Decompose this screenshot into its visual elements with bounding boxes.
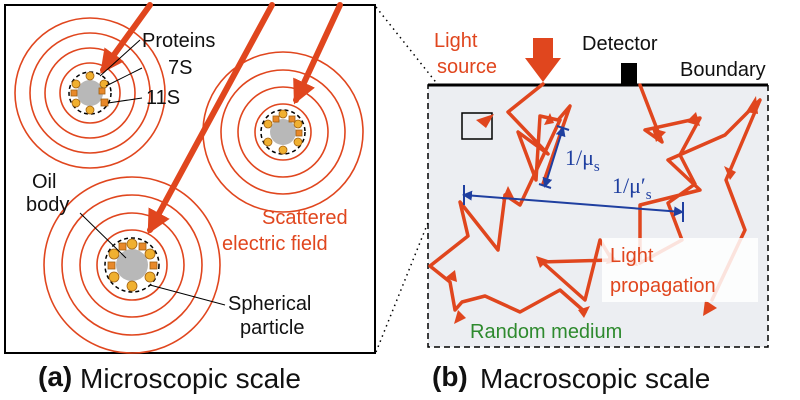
incident-arrow-top-left bbox=[100, 2, 153, 74]
label-source: source bbox=[437, 56, 497, 78]
oil-body-small bbox=[77, 80, 103, 106]
panel-a-frame bbox=[4, 4, 376, 354]
label-detector: Detector bbox=[582, 33, 658, 55]
random-medium-region bbox=[427, 84, 769, 348]
label-light-propagation-2: propagation bbox=[610, 275, 716, 297]
mu-s-prime-subscript: s bbox=[646, 187, 652, 203]
label-random-medium: Random medium bbox=[470, 321, 622, 343]
incident-arrow-bottom bbox=[147, 2, 275, 235]
leader-lines bbox=[79, 39, 226, 306]
caption-a-letter: (a) bbox=[38, 361, 72, 392]
label-body: body bbox=[26, 194, 69, 216]
zoom-lines bbox=[375, 6, 463, 353]
particle-bottom bbox=[104, 237, 160, 293]
light-propagation-label-bg bbox=[602, 238, 758, 302]
caption-b-text: Macroscopic scale bbox=[480, 363, 710, 394]
incident-arrow-right bbox=[293, 2, 343, 105]
mu-s-prime-annotation bbox=[462, 185, 684, 222]
zoom-box bbox=[461, 112, 493, 140]
label-11s: 11S bbox=[146, 87, 180, 109]
caption-b-letter: (b) bbox=[432, 361, 468, 392]
label-mu-s: 1/μs bbox=[565, 145, 600, 175]
mu-s-prime-main: 1/μ′ bbox=[612, 173, 646, 198]
mu-s-subscript: s bbox=[594, 159, 600, 175]
label-mu-s-prime: 1/μ′s bbox=[612, 173, 652, 203]
label-particle: particle bbox=[240, 317, 304, 339]
label-boundary: Boundary bbox=[680, 59, 766, 81]
caption-a-text: Microscopic scale bbox=[80, 363, 301, 394]
detector-block bbox=[621, 63, 637, 85]
particle-right bbox=[260, 109, 306, 155]
mu-s-annotation bbox=[538, 125, 570, 189]
wave-rings-top-left bbox=[14, 17, 166, 169]
label-light-propagation-1: Light bbox=[610, 245, 654, 267]
label-proteins: Proteins bbox=[142, 30, 215, 52]
caption-a: (a) Microscopic scale bbox=[38, 361, 301, 394]
label-electric-field: electric field bbox=[222, 233, 328, 255]
panel-b: Light source Detector Boundary 1/μs 1/μ′… bbox=[427, 30, 769, 348]
label-oil: Oil bbox=[32, 171, 56, 193]
label-spherical: Spherical bbox=[228, 293, 311, 315]
scatter-waves-group bbox=[14, 17, 364, 354]
particle-top-left bbox=[68, 71, 112, 115]
oil-body-large bbox=[116, 249, 148, 281]
wave-rings-bottom bbox=[43, 176, 221, 354]
light-source-arrow bbox=[525, 38, 561, 82]
label-light: Light bbox=[434, 30, 478, 52]
label-7s: 7S bbox=[168, 57, 192, 79]
label-scattered: Scattered bbox=[262, 207, 348, 229]
incident-light-arrows bbox=[100, 2, 343, 235]
panel-a: Proteins 7S 11S Oil body Scattered elect… bbox=[4, 2, 376, 354]
mu-s-main: 1/μ bbox=[565, 145, 594, 170]
caption-b: (b) Macroscopic scale bbox=[432, 361, 710, 394]
path-arrowheads bbox=[445, 96, 758, 324]
